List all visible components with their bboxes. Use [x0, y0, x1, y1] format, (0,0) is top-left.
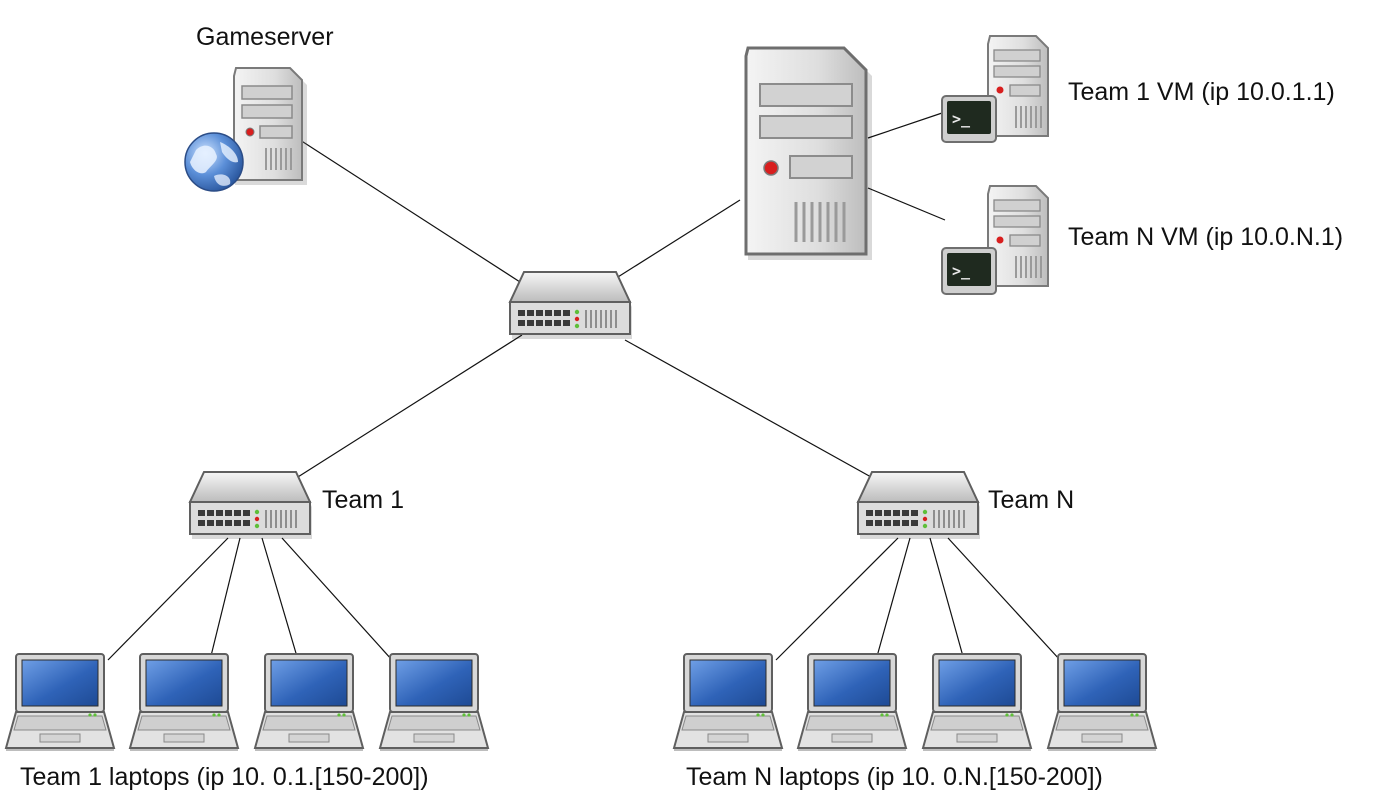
connection-lines	[107, 111, 1061, 661]
svg-text:>_: >_	[952, 262, 971, 280]
link-teamN-laptop3	[929, 537, 965, 661]
link-gameserver-core	[299, 139, 521, 283]
globe-icon	[184, 132, 244, 192]
laptop-icon	[379, 653, 489, 751]
gameserver-label: Gameserver	[196, 23, 334, 51]
laptop-icon	[254, 653, 364, 751]
teamN-vm-label: Team N VM (ip 10.0.N.1)	[1068, 223, 1344, 251]
terminal-icon: >_	[941, 247, 997, 295]
laptop-icon	[4, 653, 116, 751]
link-core-teamN	[624, 339, 881, 483]
link-vmhost-team1vm	[867, 111, 946, 139]
server-tower-icon	[744, 46, 872, 260]
terminal-icon: >_	[941, 95, 997, 143]
terminal-server-icon	[987, 185, 1049, 287]
team1-switch-label: Team 1	[322, 486, 404, 514]
link-team1-laptop4	[281, 537, 393, 661]
web-server-icon	[233, 67, 307, 185]
link-team1-laptop2	[209, 537, 241, 661]
network-switch-icon	[189, 471, 313, 540]
laptop-icon	[797, 653, 907, 751]
link-teamN-laptop2	[875, 537, 911, 661]
network-switch-icon	[857, 471, 981, 540]
link-team1-laptop3	[261, 537, 299, 661]
link-team1-laptop1	[107, 537, 229, 661]
terminal-server-icon	[987, 35, 1049, 137]
teamN-switch-label: Team N	[988, 486, 1075, 514]
link-core-vmhost	[609, 199, 741, 283]
team1-laptops-label: Team 1 laptops (ip 10. 0.1.[150-200])	[20, 763, 429, 791]
teamN-laptops-label: Team N laptops (ip 10. 0.N.[150-200])	[686, 763, 1103, 791]
laptop-icon	[129, 653, 239, 751]
link-teamN-laptop4	[947, 537, 1061, 661]
laptop-icon	[673, 653, 783, 751]
network-switch-icon	[508, 271, 632, 339]
link-core-team1	[289, 334, 523, 483]
team1-vm-label: Team 1 VM (ip 10.0.1.1)	[1068, 78, 1335, 106]
laptop-icon	[922, 653, 1032, 751]
laptop-icon	[1047, 653, 1157, 751]
svg-text:>_: >_	[952, 110, 971, 128]
link-teamN-laptop1	[775, 537, 899, 661]
link-vmhost-teamNvm	[867, 187, 946, 221]
